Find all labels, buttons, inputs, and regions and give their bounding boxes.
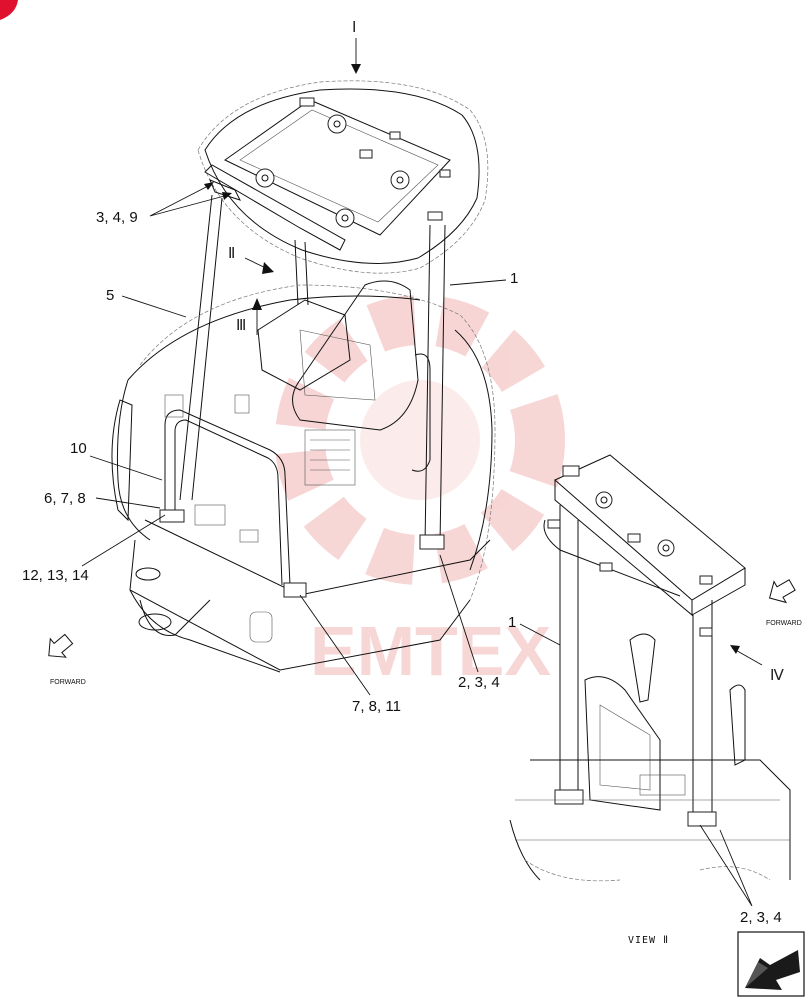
callout-12-13-14: 12, 13, 14 bbox=[22, 567, 89, 584]
view-marker-side-b: Ⅲ bbox=[236, 318, 246, 334]
gear-watermark-icon bbox=[275, 295, 565, 585]
view-marker-right: Ⅳ bbox=[770, 668, 784, 684]
watermark-text: EMTEX bbox=[310, 612, 551, 690]
callout-1: 1 bbox=[510, 270, 518, 287]
view-marker-top: Ⅰ bbox=[352, 20, 356, 36]
forward-label-left: FORWARD bbox=[50, 679, 86, 686]
main-machine-drawing bbox=[111, 80, 496, 673]
callout-5: 5 bbox=[106, 287, 114, 304]
forward-arrow-icon-right bbox=[768, 579, 796, 604]
callout-10: 10 bbox=[70, 440, 87, 457]
forward-arrow-icon bbox=[48, 633, 74, 658]
callout-2-3-4-detail: 2, 3, 4 bbox=[740, 909, 782, 926]
corner-mark-icon bbox=[0, 0, 18, 20]
callout-6-7-8: 6, 7, 8 bbox=[44, 490, 86, 507]
view-marker-side-a: Ⅱ bbox=[228, 246, 235, 262]
callout-2-3-4-main: 2, 3, 4 bbox=[458, 674, 500, 691]
callout-3-4-9: 3, 4, 9 bbox=[96, 209, 138, 226]
view-title: VIEW Ⅱ bbox=[628, 935, 669, 946]
forward-label-right: FORWARD bbox=[766, 620, 802, 627]
callout-1-detail: 1 bbox=[508, 614, 516, 631]
detail-view-drawing bbox=[509, 454, 791, 882]
callout-7-8-11: 7, 8, 11 bbox=[352, 698, 401, 715]
navigation-arrow-icon[interactable] bbox=[737, 931, 805, 997]
